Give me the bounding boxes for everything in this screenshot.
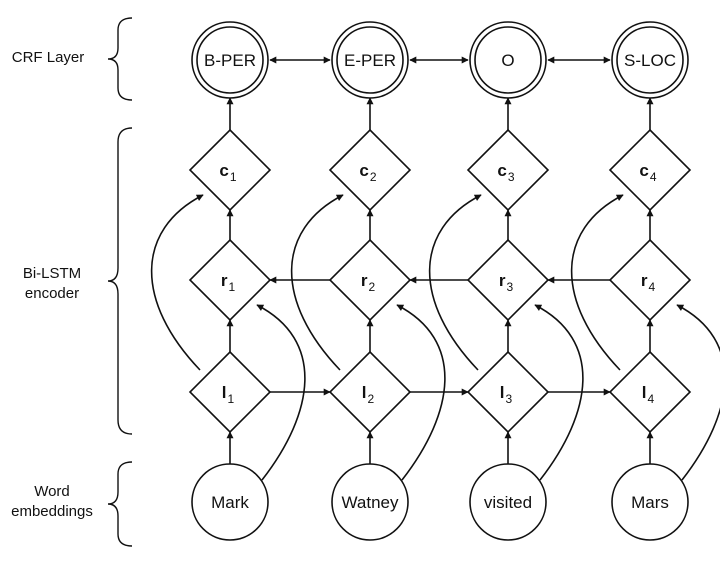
l-node-4 (608, 350, 692, 434)
word-label-2: Watney (341, 493, 399, 512)
word-node-3 (469, 463, 547, 541)
r-label-1-subscript: 1 (228, 280, 235, 294)
word-node-2 (331, 463, 409, 541)
c-label-1-letter: c (219, 161, 228, 180)
l-label-4-subscript: 4 (648, 392, 655, 406)
l-label-3-subscript: 3 (506, 392, 513, 406)
r-label-4-subscript: 4 (648, 280, 655, 294)
c-label-2-subscript: 2 (370, 170, 377, 184)
word-label-1: Mark (211, 493, 249, 512)
crf-node-4-inner (616, 26, 684, 94)
c-label-4-subscript: 4 (650, 170, 657, 184)
crf-node-3-inner (474, 26, 542, 94)
word-to-r1-curve (256, 304, 306, 481)
l3-to-c3-curve (428, 194, 482, 371)
c-label-1: c1 (219, 161, 236, 184)
l-label-3-letter: l (500, 383, 505, 402)
c-label-4: c4 (639, 161, 656, 184)
l1-to-c1-curve (150, 194, 204, 371)
c-node-2 (328, 128, 412, 212)
bilstm-brace (107, 127, 133, 435)
l-label-4-letter: l (642, 383, 647, 402)
r-label-1-letter: r (221, 271, 228, 290)
l-label-1: l1 (222, 383, 235, 406)
word-label-4: Mars (631, 493, 669, 512)
r-node-4 (608, 238, 692, 322)
r-label-3: r3 (499, 271, 514, 294)
crf-tag-4: S-LOC (624, 51, 676, 70)
crf-tag-2: E-PER (344, 51, 396, 70)
r-node-3 (466, 238, 550, 322)
r-label-1: r1 (221, 271, 236, 294)
word-to-r3-curve (534, 304, 584, 481)
l4-to-c4-curve (570, 194, 624, 371)
crf-tag-1: B-PER (204, 51, 256, 70)
l-label-2: l2 (362, 383, 375, 406)
l-label-1-letter: l (222, 383, 227, 402)
l-label-1-subscript: 1 (228, 392, 235, 406)
r-node-2 (328, 238, 412, 322)
l-label-3: l3 (500, 383, 513, 406)
c-label-3: c3 (497, 161, 514, 184)
l-node-1 (188, 350, 272, 434)
c-label-3-letter: c (497, 161, 506, 180)
word-node-4 (611, 463, 689, 541)
word-label-3: visited (484, 493, 532, 512)
r-label-2-subscript: 2 (368, 280, 375, 294)
r-label-3-subscript: 3 (506, 280, 513, 294)
crf-node-2-inner (336, 26, 404, 94)
l2-to-c2-curve (290, 194, 344, 371)
embeddings-label: embeddings (11, 503, 93, 520)
r-label-2: r2 (361, 271, 376, 294)
crf-tag-3: O (501, 51, 514, 70)
crf-layer-label: CRF Layer (12, 49, 85, 66)
c-label-4-letter: c (639, 161, 648, 180)
l-label-2-letter: l (362, 383, 367, 402)
l-node-2 (328, 350, 412, 434)
word-node-1 (191, 463, 269, 541)
r-label-2-letter: r (361, 271, 368, 290)
l-label-2-subscript: 2 (368, 392, 375, 406)
r-node-1 (188, 238, 272, 322)
r-label-4-letter: r (641, 271, 648, 290)
c-node-4 (608, 128, 692, 212)
bilstm-label: Bi-LSTM (23, 265, 81, 282)
c-label-2-letter: c (359, 161, 368, 180)
word-brace (107, 461, 133, 547)
crf-brace (107, 17, 133, 101)
c-node-1 (188, 128, 272, 212)
r-label-3-letter: r (499, 271, 506, 290)
encoder-label: encoder (25, 285, 79, 302)
l-label-4: l4 (642, 383, 655, 406)
l-node-3 (466, 350, 550, 434)
c-label-1-subscript: 1 (230, 170, 237, 184)
crf-node-1-inner (196, 26, 264, 94)
word-to-r4-curve (676, 304, 720, 481)
word-to-r2-curve (396, 304, 446, 481)
r-label-4: r4 (641, 271, 656, 294)
c-label-2: c2 (359, 161, 376, 184)
c-label-3-subscript: 3 (508, 170, 515, 184)
word-label: Word (34, 483, 70, 500)
c-node-3 (466, 128, 550, 212)
